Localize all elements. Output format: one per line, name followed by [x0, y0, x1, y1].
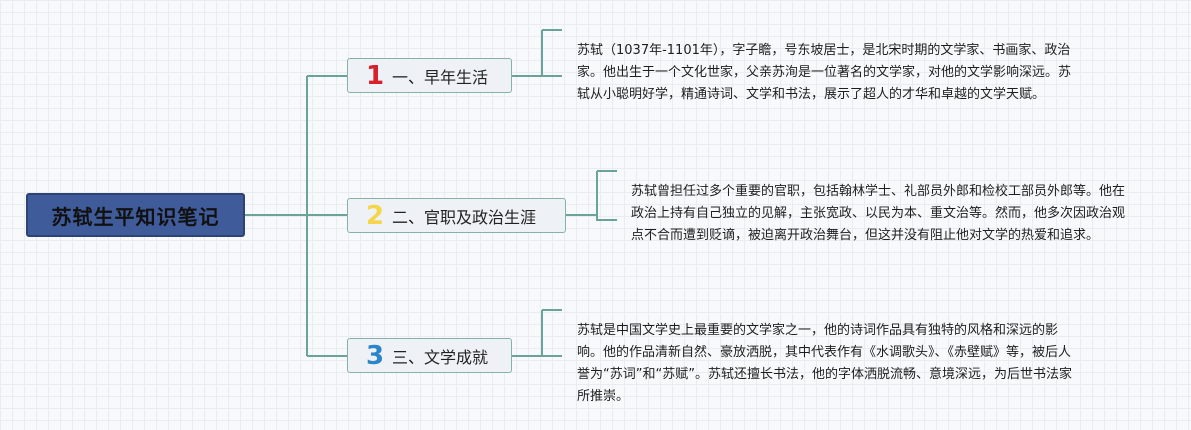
branch-label: 二、官职及政治生涯 [392, 207, 537, 227]
detail-text-literary-achievement: 苏轼是中国文学史上最重要的文学家之一，他的诗词作品具有独特的风格和深远的影响。他… [577, 323, 1072, 404]
number-3-badge: 3 [365, 340, 385, 371]
branch-label: 三、文学成就 [392, 347, 489, 367]
branch3-detail-connector [512, 309, 562, 357]
number-2-badge: 2 [365, 200, 385, 231]
root-to-branches-connector [245, 75, 347, 357]
branch-label: 一、早年生活 [392, 67, 489, 87]
branch-node-literary-achievement[interactable]: 3 三、文学成就 [347, 338, 512, 373]
branch2-detail-connector [566, 170, 617, 221]
branch-node-political-career[interactable]: 2 二、官职及政治生涯 [347, 198, 566, 233]
branch-node-early-life[interactable]: 1 一、早年生活 [347, 58, 512, 93]
detail-text-political-career: 苏轼曾担任过多个重要的官职，包括翰林学士、礼部员外郎和检校工部员外郎等。他在政治… [631, 184, 1126, 243]
detail-text-early-life: 苏轼（1037年-1101年），字子瞻，号东坡居士，是北宋时期的文学家、书画家、… [577, 43, 1072, 102]
root-node[interactable]: 苏轼生平知识笔记 [26, 193, 245, 237]
number-1-badge: 1 [365, 60, 385, 91]
branch1-detail-connector [512, 29, 562, 77]
root-title: 苏轼生平知识笔记 [51, 204, 220, 229]
